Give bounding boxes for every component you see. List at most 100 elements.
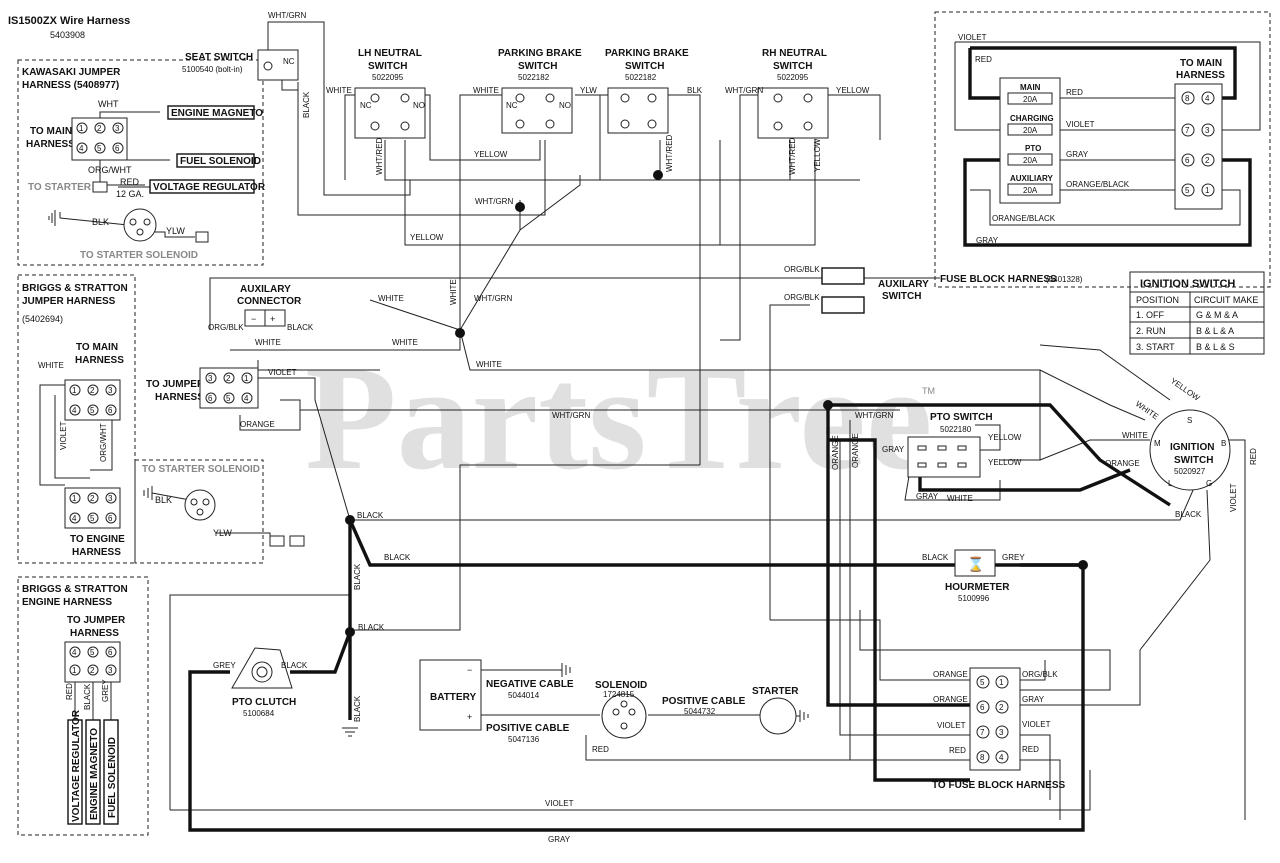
bs-to-starter-solenoid: TO STARTER SOLENOID (142, 464, 260, 475)
wire-label: VIOLET (545, 799, 574, 808)
rh-neutral-title2: SWITCH (773, 61, 812, 72)
bs-jumper-harness2: HARNESS (72, 547, 121, 558)
table-cell: 3. START (1136, 342, 1175, 352)
ignition-table: IGNITION SWITCH POSITION CIRCUIT MAKE 1.… (1129, 271, 1265, 355)
wire-label: RED (65, 683, 74, 700)
wire-label: WHITE (38, 361, 64, 370)
pin-label: 3 (108, 666, 113, 675)
wire-label: RED (592, 745, 609, 754)
wire-label: YLW (166, 226, 185, 236)
bs-engine-title: BRIGGS & STRATTON (22, 584, 128, 595)
seat-switch-title: SEAT SWITCH (185, 52, 253, 63)
fuse-name: CHARGING (1010, 114, 1054, 123)
kawasaki-to-main: TO MAIN (30, 126, 72, 137)
wire-label: BLK (92, 217, 109, 227)
lh-neutral-title: LH NEUTRAL (358, 48, 422, 59)
aux-switch-title2: SWITCH (882, 291, 921, 302)
fuse-rating: 20A (1023, 95, 1038, 104)
pin-label: 4 (72, 648, 77, 657)
positive-cable-2-title: POSITIVE CABLE (662, 696, 746, 707)
negative-cable-title: NEGATIVE CABLE (486, 679, 574, 690)
terminal-m: M (1154, 439, 1161, 448)
wire-label: YELLOW (813, 138, 822, 172)
table-header: POSITION (1136, 295, 1179, 305)
pto-clutch: GREY BLACK PTO CLUTCH 5100684 (213, 647, 308, 718)
kawasaki-harness: HARNESS (26, 139, 75, 150)
hourmeter-title: HOURMETER (945, 582, 1010, 593)
positive-cable-1-part: 5047136 (508, 735, 540, 744)
fuse-rating: 20A (1023, 156, 1038, 165)
wire-label: WHITE (947, 494, 973, 503)
wire-label: WHT/GRN (475, 197, 513, 206)
page-title: IS1500ZX Wire Harness (8, 15, 130, 27)
terminal-g: G (1206, 479, 1212, 488)
pin-label: 5 (226, 394, 231, 403)
wire-label: 12 GA. (116, 189, 144, 199)
bs-engine-harness: HARNESS (70, 628, 119, 639)
hourmeter-part: 5100996 (958, 594, 990, 603)
wire-label: YELLOW (474, 150, 508, 159)
terminal-l: L (1168, 479, 1173, 488)
wire-label: GRAY (976, 236, 999, 245)
pin-label: 3 (999, 728, 1004, 737)
engine-magneto-label: ENGINE MAGNETO (89, 728, 100, 820)
pin-label: 6 (980, 703, 985, 712)
wire-label: RED (1249, 448, 1258, 465)
pin-label: 5 (90, 514, 95, 523)
wire-label: WHITE (326, 86, 352, 95)
pin-label: 5 (97, 144, 102, 153)
wire-label: RED (1022, 745, 1039, 754)
ignition-part: 5020927 (1174, 467, 1206, 476)
ignition-title2: SWITCH (1174, 455, 1213, 466)
wire-label: VIOLET (937, 721, 966, 730)
parking-brake-switch-2: PARKING BRAKE SWITCH 5022182 BLK WHT/RED (605, 48, 703, 172)
bs-jumper-to-main: TO MAIN (76, 342, 118, 353)
table-header: CIRCUIT MAKE (1194, 295, 1258, 305)
auxiliary-connector: AUXILARY CONNECTOR − + ORG/BLK BLACK (208, 284, 314, 332)
positive-cable-2-part: 5044732 (684, 707, 716, 716)
wire-label: YELLOW (836, 86, 870, 95)
battery-title: BATTERY (430, 692, 476, 703)
pin-label: 2 (90, 494, 95, 503)
wire-label: BLACK (358, 623, 385, 632)
pin-label: 6 (108, 648, 113, 657)
pin-label: 6 (108, 514, 113, 523)
hourglass-icon: ⌛ (967, 556, 984, 573)
wire-label: YLW (580, 86, 597, 95)
wire-label: ORANGE (240, 420, 275, 429)
wire-label: YELLOW (1169, 376, 1202, 403)
wire-label: VIOLET (1022, 720, 1051, 729)
lh-neutral-part: 5022095 (372, 73, 404, 82)
fuse-rating: 20A (1023, 126, 1038, 135)
bs-jumper-part: (5402694) (22, 314, 63, 324)
wire-label: VIOLET (1229, 483, 1238, 512)
battery: BATTERY − + NEGATIVE CABLE 5044014 POSIT… (419, 659, 574, 744)
pin-label: 3 (1205, 126, 1210, 135)
wire-label: WHT/GRN (725, 86, 763, 95)
fuse-to-main: TO MAIN (1180, 58, 1222, 69)
wire-label: ORANGE/BLACK (1066, 180, 1130, 189)
voltage-regulator-label: VOLTAGE REGULATOR (153, 182, 266, 193)
wire-label: BLACK (302, 91, 311, 118)
table-cell: B & L & S (1196, 342, 1235, 352)
wire-label: ORANGE (831, 435, 840, 470)
wire-label: WHT/GRN (474, 294, 512, 303)
fuse-rating: 20A (1023, 186, 1038, 195)
wire-label: RED (949, 746, 966, 755)
wire-label: WHITE (449, 279, 458, 305)
ignition-switch: IGNITION SWITCH 5020927 S M B L G YELLOW… (1105, 376, 1258, 512)
parking-brake-1-title: PARKING BRAKE (498, 48, 582, 59)
wire-label: VIOLET (1066, 120, 1095, 129)
to-fuse-block-harness: 5 1 6 2 7 3 8 4 ORANGE ORG/BLK ORANGE GR… (932, 667, 1065, 791)
kawasaki-to-starter-solenoid: TO STARTER SOLENOID (80, 250, 198, 261)
pin-label: 1 (79, 124, 84, 133)
pin-label: 3 (108, 494, 113, 503)
battery-pos: + (467, 712, 472, 722)
auxiliary-switch: AUXILARY SWITCH (821, 267, 929, 314)
pin-label: 6 (108, 406, 113, 415)
positive-cable-1-title: POSITIVE CABLE (486, 723, 570, 734)
pin-label: 5 (980, 678, 985, 687)
parking-brake-2-title: PARKING BRAKE (605, 48, 689, 59)
wire-label: WHITE (1134, 399, 1160, 421)
